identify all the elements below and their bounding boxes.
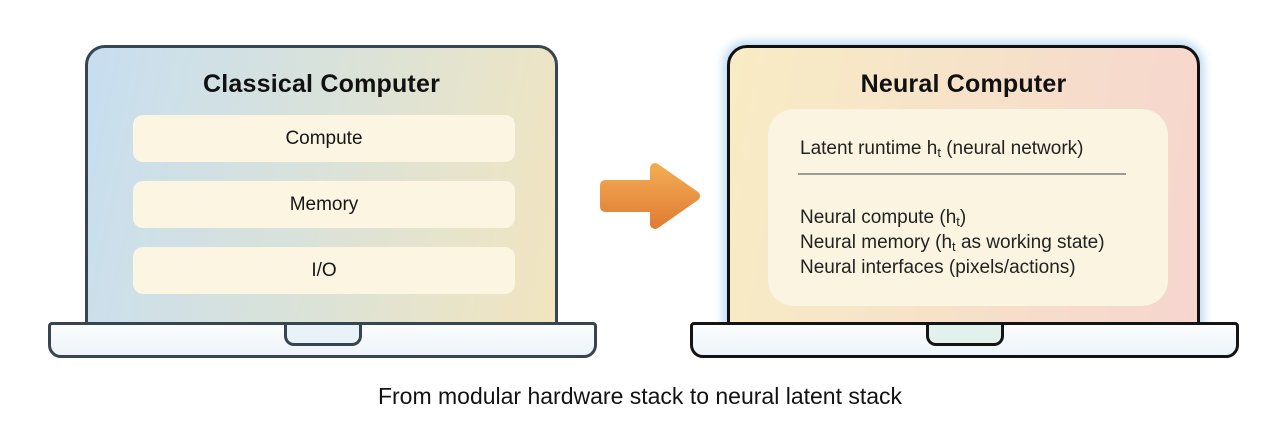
neural-interfaces-item: Neural interfaces (pixels/actions) bbox=[800, 257, 1076, 278]
io-box: I/O bbox=[133, 247, 515, 294]
runtime-subscript: t bbox=[937, 145, 941, 160]
latent-runtime-line: Latent runtime ht (neural network) bbox=[800, 136, 1084, 161]
neural-laptop-notch bbox=[925, 325, 1004, 346]
arrow-right-icon bbox=[597, 159, 703, 233]
neural-items-list: Neural compute (ht) Neural memory (ht as… bbox=[800, 205, 1105, 280]
neural-computer-screen: Neural Computer Latent runtime ht (neura… bbox=[727, 45, 1200, 325]
runtime-text-pre: Latent runtime h bbox=[800, 138, 938, 159]
neural-memory-item: Neural memory (ht as working state) bbox=[800, 232, 1105, 254]
neural-compute-item: Neural compute (ht) bbox=[800, 207, 967, 229]
neural-computer-title: Neural Computer bbox=[860, 70, 1067, 98]
latent-runtime-panel: Latent runtime ht (neural network) Neura… bbox=[768, 109, 1168, 306]
classical-computer-title: Classical Computer bbox=[202, 70, 440, 98]
neural-laptop-base bbox=[690, 322, 1239, 358]
panel-divider bbox=[798, 173, 1126, 175]
figure-caption: From modular hardware stack to neural la… bbox=[377, 383, 903, 409]
runtime-text-post: (neural network) bbox=[940, 138, 1084, 159]
classical-laptop-base bbox=[48, 322, 597, 358]
classical-laptop-notch bbox=[283, 325, 362, 346]
arrow-right-svg bbox=[600, 163, 700, 229]
classical-computer-screen: Classical Computer Compute Memory I/O bbox=[85, 45, 558, 325]
compute-box: Compute bbox=[133, 115, 515, 162]
memory-box: Memory bbox=[133, 181, 515, 228]
